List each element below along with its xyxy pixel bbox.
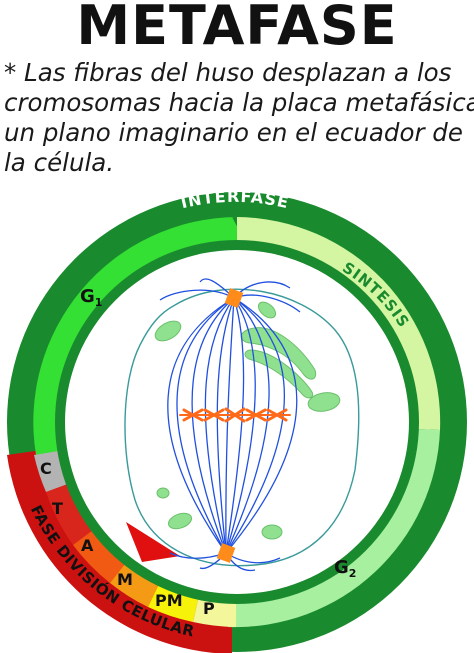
description-line: cromosomas hacia la placa metafásica, [4,88,474,117]
mitochondrion [167,512,193,530]
stage-pm-label: PM [155,591,183,610]
description-line: un plano imaginario en el ecuador de [4,118,463,147]
description: * Las fibras del huso desplazan a los cr… [4,58,474,178]
stage-m-label: M [117,570,133,589]
mitochondrion [156,487,170,499]
metaphase-chromosomes [179,407,291,423]
mitochondrion [154,320,182,342]
label-g2: G2 [334,557,356,580]
label-g1: G1 [80,286,102,309]
page-title: METAFASE [76,0,398,57]
stage-t-label: T [52,499,63,518]
mitochondrion [261,524,283,540]
stage-p-label: P [203,599,215,618]
centrosome-top [224,288,244,308]
current-phase-pointer [126,522,180,562]
stage-c-label: C [40,459,52,478]
description-line: la célula. [4,148,115,177]
description-line: * Las fibras del huso desplazan a los [4,58,452,87]
mitochondrion [257,301,277,319]
mitochondrion [307,392,341,412]
mitochondrion [240,327,317,380]
stage-a-label: A [81,536,94,555]
centrosome-bottom [216,543,236,563]
